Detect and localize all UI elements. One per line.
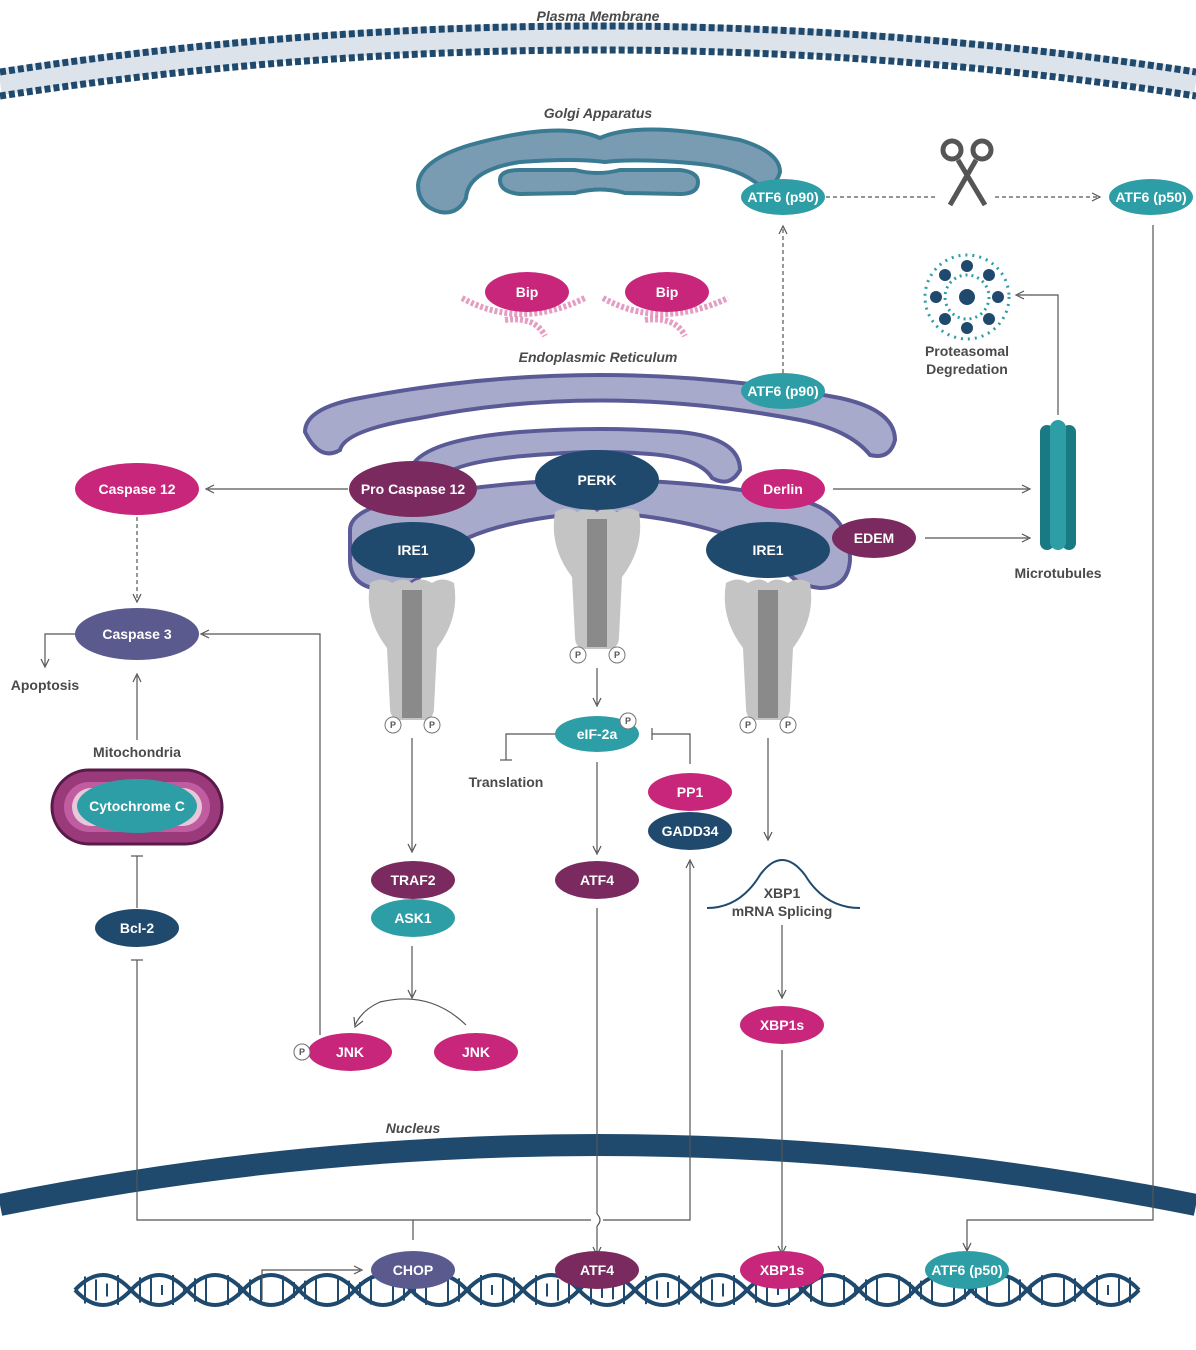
microtubules-icon [1040, 420, 1076, 550]
node-atf4-nucleus[interactable]: ATF4 [555, 1251, 639, 1289]
svg-text:ATF6 (p90): ATF6 (p90) [747, 383, 818, 399]
phospho-label: P [429, 720, 435, 730]
node-ire1-right[interactable]: IRE1 [706, 522, 830, 578]
svg-text:XBP1s: XBP1s [760, 1262, 805, 1278]
node-traf2[interactable]: TRAF2 [371, 861, 455, 899]
phospho-label: P [785, 720, 791, 730]
svg-text:ASK1: ASK1 [394, 910, 432, 926]
ire1-left-receptor [368, 579, 456, 720]
xbp1-splicing-curve [706, 859, 861, 909]
xbp1-label: XBP1 [764, 885, 801, 901]
node-bcl2[interactable]: Bcl-2 [95, 909, 179, 947]
node-ask1[interactable]: ASK1 [371, 899, 455, 937]
node-gadd34[interactable]: GADD34 [648, 812, 732, 850]
node-perk[interactable]: PERK [535, 450, 659, 510]
node-edem[interactable]: EDEM [832, 518, 916, 558]
degradation-label: Degredation [926, 361, 1008, 377]
nuclear-envelope [0, 1134, 1196, 1216]
bip-chain-right [601, 295, 730, 338]
er-title: Endoplasmic Reticulum [519, 349, 678, 365]
svg-text:eIF-2a: eIF-2a [577, 726, 618, 742]
node-bip-2[interactable]: Bip [625, 272, 709, 312]
node-bip-1[interactable]: Bip [485, 272, 569, 312]
svg-text:TRAF2: TRAF2 [390, 872, 435, 888]
node-cytochrome-c[interactable]: Cytochrome C [77, 779, 197, 833]
node-atf6-p90-er[interactable]: ATF6 (p90) [741, 373, 825, 409]
node-pp1[interactable]: PP1 [648, 773, 732, 811]
node-chop[interactable]: CHOP [371, 1251, 455, 1289]
golgi-title: Golgi Apparatus [544, 105, 653, 121]
golgi-apparatus [415, 127, 783, 215]
svg-text:XBP1s: XBP1s [760, 1017, 805, 1033]
phospho-label: P [745, 720, 751, 730]
node-caspase12[interactable]: Caspase 12 [75, 463, 199, 515]
svg-text:Caspase 3: Caspase 3 [102, 626, 171, 642]
svg-text:JNK: JNK [336, 1044, 364, 1060]
phospho-circles [293, 646, 797, 1061]
node-caspase3[interactable]: Caspase 3 [75, 608, 199, 660]
node-atf6-p90-golgi[interactable]: ATF6 (p90) [741, 179, 825, 215]
proteasome-icon [923, 253, 1011, 341]
svg-text:Derlin: Derlin [763, 481, 803, 497]
svg-text:Bcl-2: Bcl-2 [120, 920, 154, 936]
nucleus-title: Nucleus [386, 1120, 441, 1136]
ire1-right-receptor [724, 579, 812, 720]
proteasomal-label: Proteasomal [925, 343, 1009, 359]
svg-text:PP1: PP1 [677, 784, 704, 800]
node-atf6-p50-nucleus[interactable]: ATF6 (p50) [925, 1251, 1009, 1289]
phospho-label: P [299, 1047, 305, 1057]
node-jnk-phospho[interactable]: JNK [308, 1033, 392, 1071]
svg-text:ATF4: ATF4 [580, 872, 614, 888]
translation-label: Translation [469, 774, 544, 790]
apoptosis-label: Apoptosis [11, 677, 80, 693]
phospho-label: P [614, 650, 620, 660]
node-xbp1s-mid[interactable]: XBP1s [740, 1006, 824, 1044]
node-atf6-p50-top[interactable]: ATF6 (p50) [1109, 179, 1193, 215]
node-jnk[interactable]: JNK [434, 1033, 518, 1071]
node-ire1-left[interactable]: IRE1 [351, 522, 475, 578]
scissors-icon [940, 138, 994, 207]
microtubules-label: Microtubules [1014, 565, 1101, 581]
svg-text:ATF6 (p50): ATF6 (p50) [1115, 189, 1186, 205]
svg-text:CHOP: CHOP [393, 1262, 433, 1278]
phospho-label: P [390, 720, 396, 730]
phospho-label: P [575, 650, 581, 660]
plasma-membrane [0, 22, 1196, 100]
node-pro-caspase12[interactable]: Pro Caspase 12 [349, 461, 477, 517]
svg-text:IRE1: IRE1 [752, 542, 783, 558]
svg-text:Bip: Bip [656, 284, 679, 300]
mitochondria-label: Mitochondria [93, 744, 181, 760]
phospho-overlays [293, 712, 637, 1061]
svg-text:GADD34: GADD34 [662, 823, 719, 839]
node-atf4-mid[interactable]: ATF4 [555, 861, 639, 899]
svg-text:Cytochrome C: Cytochrome C [89, 798, 185, 814]
svg-text:PERK: PERK [578, 472, 617, 488]
mrna-splicing-label: mRNA Splicing [732, 903, 833, 919]
svg-text:ATF6 (p50): ATF6 (p50) [931, 1262, 1002, 1278]
svg-text:Bip: Bip [516, 284, 539, 300]
plasma-membrane-title: Plasma Membrane [537, 8, 660, 24]
svg-text:ATF6 (p90): ATF6 (p90) [747, 189, 818, 205]
phospho-label: P [625, 716, 631, 726]
svg-text:ATF4: ATF4 [580, 1262, 614, 1278]
svg-text:Pro Caspase 12: Pro Caspase 12 [361, 481, 465, 497]
perk-receptor [553, 508, 641, 649]
svg-text:JNK: JNK [462, 1044, 490, 1060]
svg-text:IRE1: IRE1 [397, 542, 428, 558]
node-derlin[interactable]: Derlin [741, 469, 825, 509]
node-eif2a[interactable]: eIF-2a [555, 716, 639, 752]
bip-chain-left [460, 295, 587, 338]
pathway-arrows [40, 192, 1154, 1300]
svg-text:Caspase 12: Caspase 12 [98, 481, 175, 497]
svg-text:EDEM: EDEM [854, 530, 894, 546]
node-xbp1s-nucleus[interactable]: XBP1s [740, 1251, 824, 1289]
